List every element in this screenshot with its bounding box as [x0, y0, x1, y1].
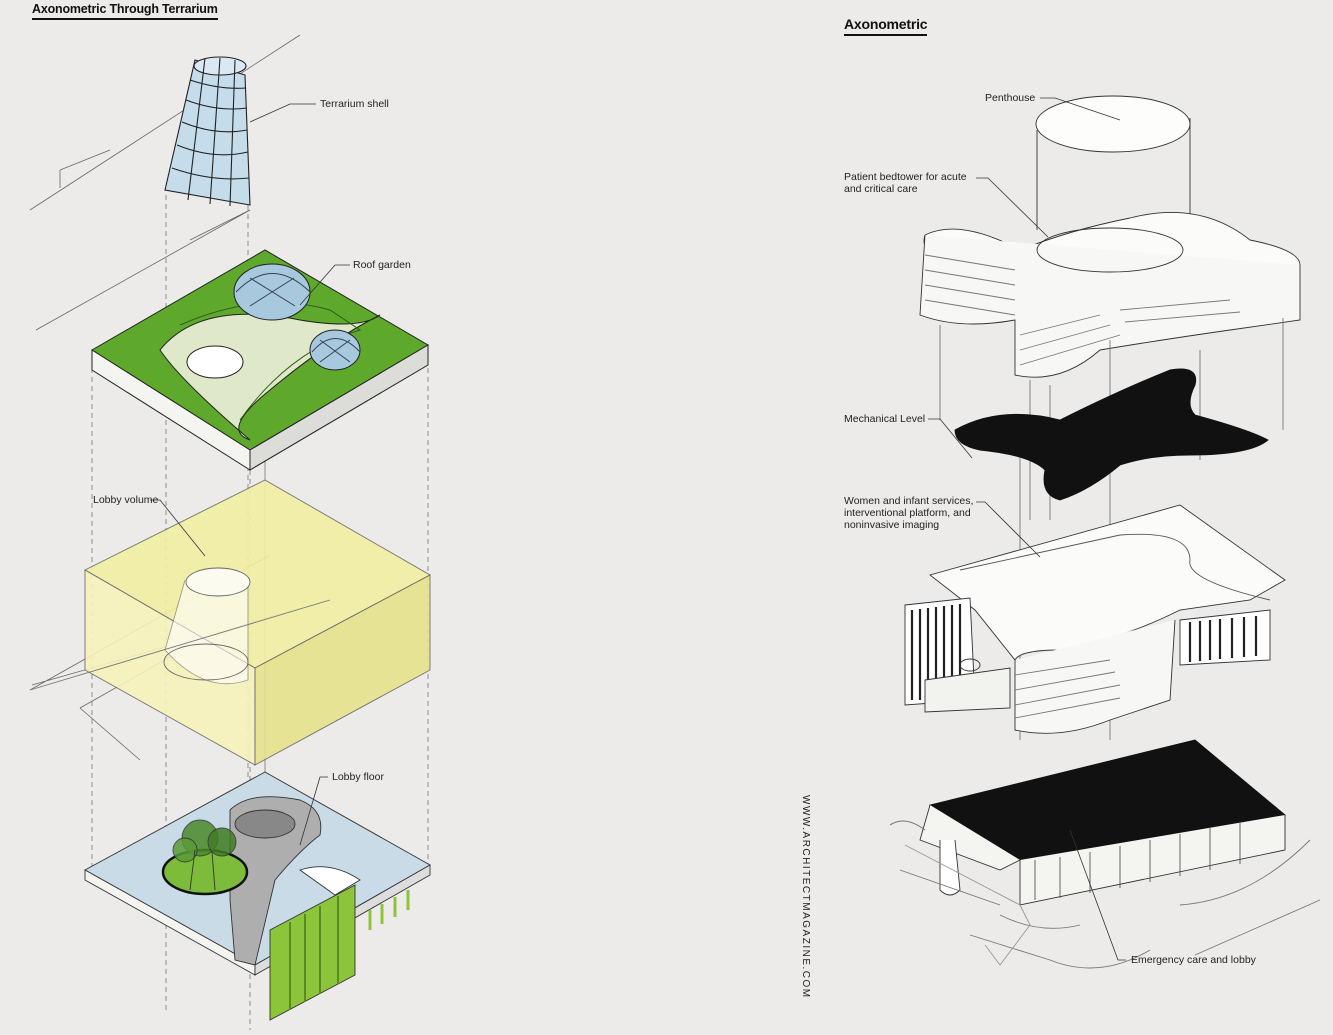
label-women-line-3: noninvasive imaging: [844, 519, 940, 531]
label-terrarium-shell: Terrarium shell: [320, 98, 389, 110]
label-bedtower-line-1: Patient bedtower for acute: [844, 171, 967, 183]
website-credit: WWW.ARCHITECTMAGAZINE.COM: [800, 795, 811, 999]
label-bedtower-line-2: and critical care: [844, 183, 918, 195]
right-leader-lines: [928, 97, 1126, 961]
roof-garden-drawing: [91, 249, 429, 471]
label-women-line-2: interventional platform, and: [844, 507, 971, 519]
lobby-floor-drawing: [84, 771, 431, 1021]
label-bedtower: Patient bedtower for acute and critical …: [844, 171, 967, 195]
label-women-line-1: Women and infant services,: [844, 495, 974, 507]
label-lobby-volume: Lobby volume: [93, 494, 159, 506]
left-leader-lines: [150, 103, 350, 846]
right-diagram-title: Axonometric: [844, 16, 928, 36]
label-women-infant: Women and infant services, interventiona…: [844, 495, 973, 531]
lobby-volume-drawing: [29, 479, 431, 766]
label-lobby-floor: Lobby floor: [332, 771, 384, 783]
right-axonometric: [889, 95, 1321, 969]
label-mechanical-level: Mechanical Level: [844, 413, 926, 425]
terrarium-shell-drawing: [164, 56, 251, 207]
label-emergency-care: Emergency care and lobby: [1131, 954, 1256, 966]
label-penthouse: Penthouse: [985, 92, 1036, 104]
label-roof-garden: Roof garden: [353, 259, 411, 271]
left-diagram-title: Axonometric Through Terrarium: [32, 2, 218, 20]
